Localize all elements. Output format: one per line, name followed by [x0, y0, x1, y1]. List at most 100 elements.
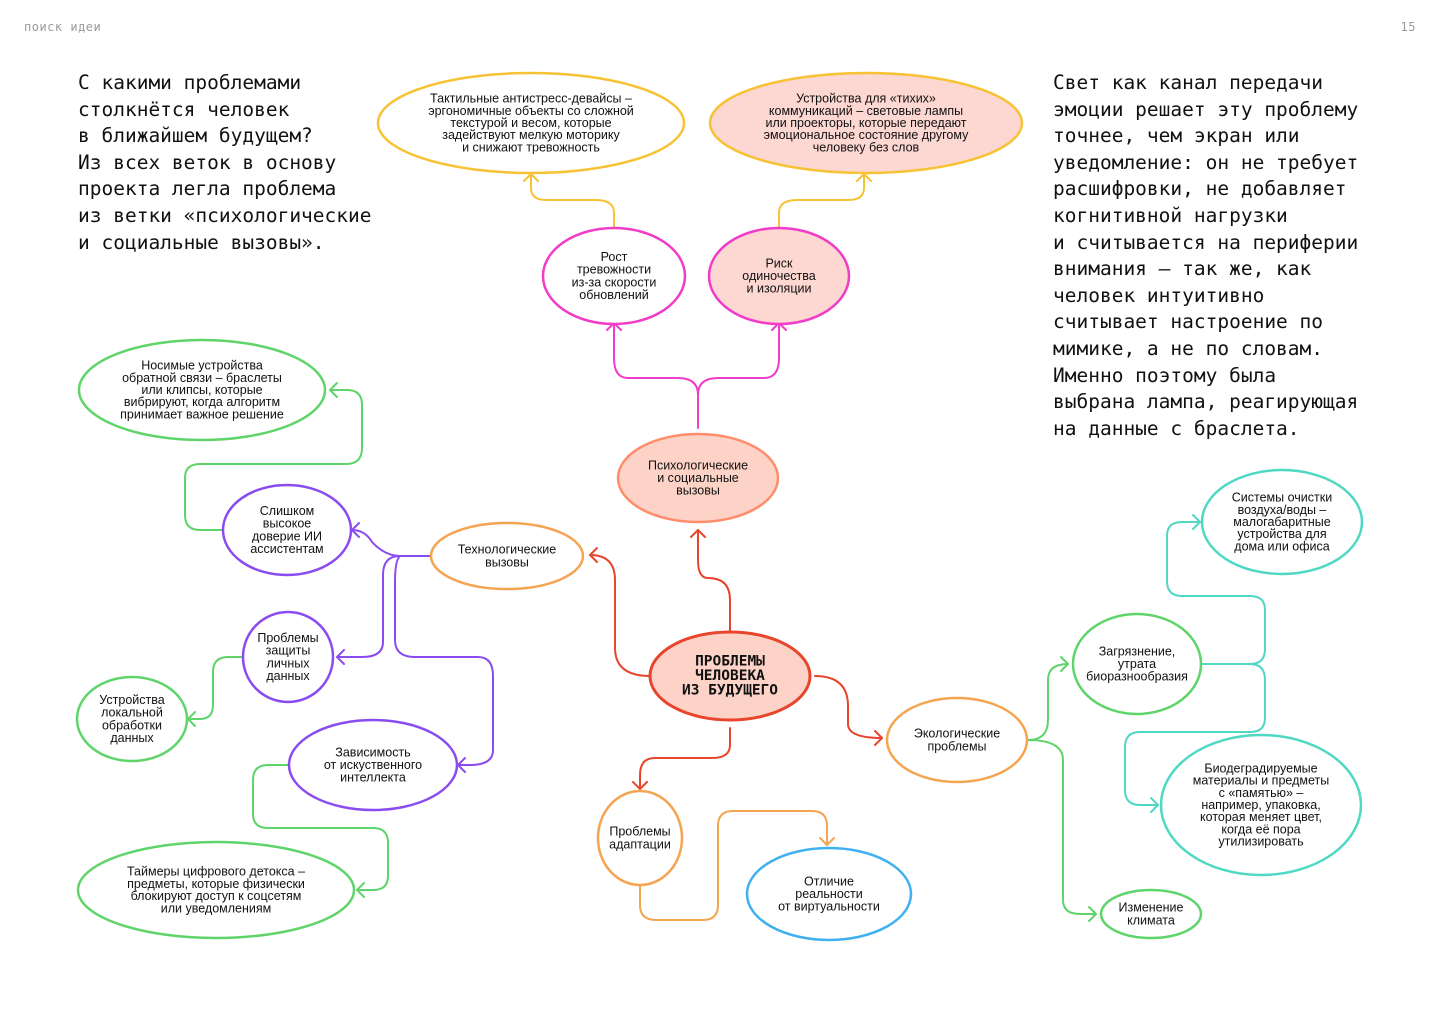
node-center-label-line: ЧЕЛОВЕКА: [695, 668, 765, 684]
edge-eco-pollution: [1027, 663, 1069, 741]
edge-tech-trust: [351, 529, 431, 557]
node-loneliness-label-line: и изоляции: [747, 282, 812, 296]
edge-center-psych-arrowhead: [690, 529, 706, 538]
node-psych-label-line: вызовы: [676, 484, 720, 498]
node-biodegradable-label-line: материалы и предметы: [1193, 774, 1329, 788]
edge-tech-privacy-arrowhead: [336, 649, 345, 665]
conclusion-paragraph: Свет как канал передачи эмоции решает эт…: [1053, 71, 1359, 440]
node-adapt-shape: [596, 789, 684, 887]
node-privacy-label-line: личных: [267, 656, 311, 670]
node-loneliness-shape: [707, 226, 851, 326]
node-privacy-solution-label-line: данных: [110, 731, 154, 745]
edge-pollution-biodegradable: [1124, 663, 1266, 806]
node-privacy-solution-shape: [75, 675, 189, 763]
edge-center-adapt: [639, 727, 731, 790]
node-privacy-solution-label-line: Устройства: [99, 693, 164, 707]
node-anxiety-label-line: обновлений: [579, 288, 648, 302]
edge-dependency-solution: [252, 764, 389, 891]
node-loneliness-solution-label-line: или проекторы, которые передают: [766, 116, 967, 130]
edge-center-eco-arrowhead: [874, 730, 883, 746]
edge-psych-loneliness: [697, 322, 780, 396]
edge-psych-anxiety: [613, 322, 699, 429]
node-dependency-solution-shape: [76, 840, 356, 940]
node-anxiety-solution-label-line: задействуют мелкую моторику: [442, 128, 620, 142]
edge-center-tech-arrowhead: [589, 547, 598, 563]
node-trust-solution-label-line: вибрируют, когда алгоритм: [124, 395, 280, 409]
node-privacy-shape: [241, 610, 335, 704]
node-privacy-solution-label-line: обработки: [102, 718, 162, 732]
node-tech-label-line: Технологические: [458, 543, 557, 557]
node-privacy-label-line: Проблемы: [257, 631, 318, 645]
node-psych-shape: [616, 432, 780, 524]
node-trust-solution-shape: [77, 338, 327, 442]
node-center-label-line: ИЗ БУДУЩЕГО: [682, 683, 778, 699]
node-loneliness-solution-label-line: Устройства для «тихих»: [796, 92, 936, 106]
edge-center-eco: [814, 675, 883, 739]
node-eco-shape: [885, 696, 1029, 784]
edge-pollution-purifier: [1166, 521, 1266, 665]
edge-loneliness-solution: [778, 173, 865, 229]
node-biodegradable-label-line: Биодеградируемые: [1204, 761, 1317, 775]
edge-adapt-reality: [639, 810, 828, 921]
node-trust-label-line: Слишком: [260, 504, 315, 518]
node-privacy-label-line: данных: [266, 669, 310, 683]
node-anxiety-solution-label-line: текстурой и весом, которые: [450, 116, 611, 130]
node-pollution-label-line: Загрязнение,: [1099, 644, 1176, 658]
node-purifier-label-line: малогабаритные: [1233, 515, 1331, 529]
edge-pollution-purifier-arrowhead: [1192, 514, 1201, 530]
node-anxiety-label-line: из-за скорости: [572, 275, 657, 289]
node-biodegradable-label-line: утилизировать: [1218, 835, 1303, 849]
node-anxiety-solution-label-line: эргономичные объекты со сложной: [428, 104, 634, 118]
node-purifier-label-line: устройства для: [1237, 527, 1326, 541]
node-loneliness-solution-label-line: человеку без слов: [813, 140, 920, 154]
node-tech-label-line: вызовы: [485, 555, 529, 569]
node-psych-label-line: Психологические: [648, 458, 748, 472]
node-center-shape: [648, 630, 812, 722]
node-purifier-label-line: воздуха/воды –: [1238, 503, 1327, 517]
edge-center-psych: [697, 529, 731, 641]
node-reality-label-line: реальности: [795, 887, 862, 901]
node-dependency-solution-label-line: блокируют доступ к соцсетям: [131, 889, 302, 903]
edge-tech-dependency: [394, 555, 494, 766]
edge-privacy-solution: [187, 656, 244, 720]
node-reality-label-line: от виртуальности: [778, 900, 880, 914]
node-dependency-solution-label-line: Таймеры цифрового детокса –: [127, 865, 305, 879]
edge-anxiety-solution: [530, 173, 615, 229]
edge-dependency-solution-arrowhead: [356, 882, 365, 898]
node-trust-solution-label-line: или клипсы, которые: [141, 383, 262, 397]
node-adapt-label-line: Проблемы: [609, 825, 670, 839]
intro-paragraph: С какими проблемами столкнётся человек в…: [78, 71, 372, 254]
node-trust-shape: [221, 483, 353, 577]
node-dependency-solution-label-line: предметы, которые физически: [127, 877, 305, 891]
node-anxiety-solution: Тактильные антистресс-девайсы –эргономич…: [376, 71, 686, 175]
node-privacy-label-line: защиты: [266, 644, 311, 658]
node-eco-label-line: Экологические: [914, 727, 1000, 741]
node-purifier-label-line: дома или офиса: [1234, 539, 1329, 553]
node-center-label-line: ПРОБЛЕМЫ: [695, 654, 765, 670]
node-purifier-shape: [1200, 468, 1364, 576]
edge-pollution-biodegradable-arrowhead: [1150, 797, 1159, 813]
node-loneliness-solution-shape: [708, 71, 1024, 175]
node-trust-label-line: доверие ИИ: [252, 529, 322, 543]
page-number: 15: [1400, 20, 1416, 34]
section-title: поиск идеи: [24, 20, 102, 34]
node-trust-label-line: ассистентам: [250, 542, 323, 556]
node-dependency-label-line: от искуственного: [324, 758, 422, 772]
node-dependency-solution-label-line: или уведомлениям: [161, 901, 272, 915]
node-dependency-shape: [287, 718, 459, 812]
edge-trust-solution-arrowhead: [329, 382, 338, 398]
